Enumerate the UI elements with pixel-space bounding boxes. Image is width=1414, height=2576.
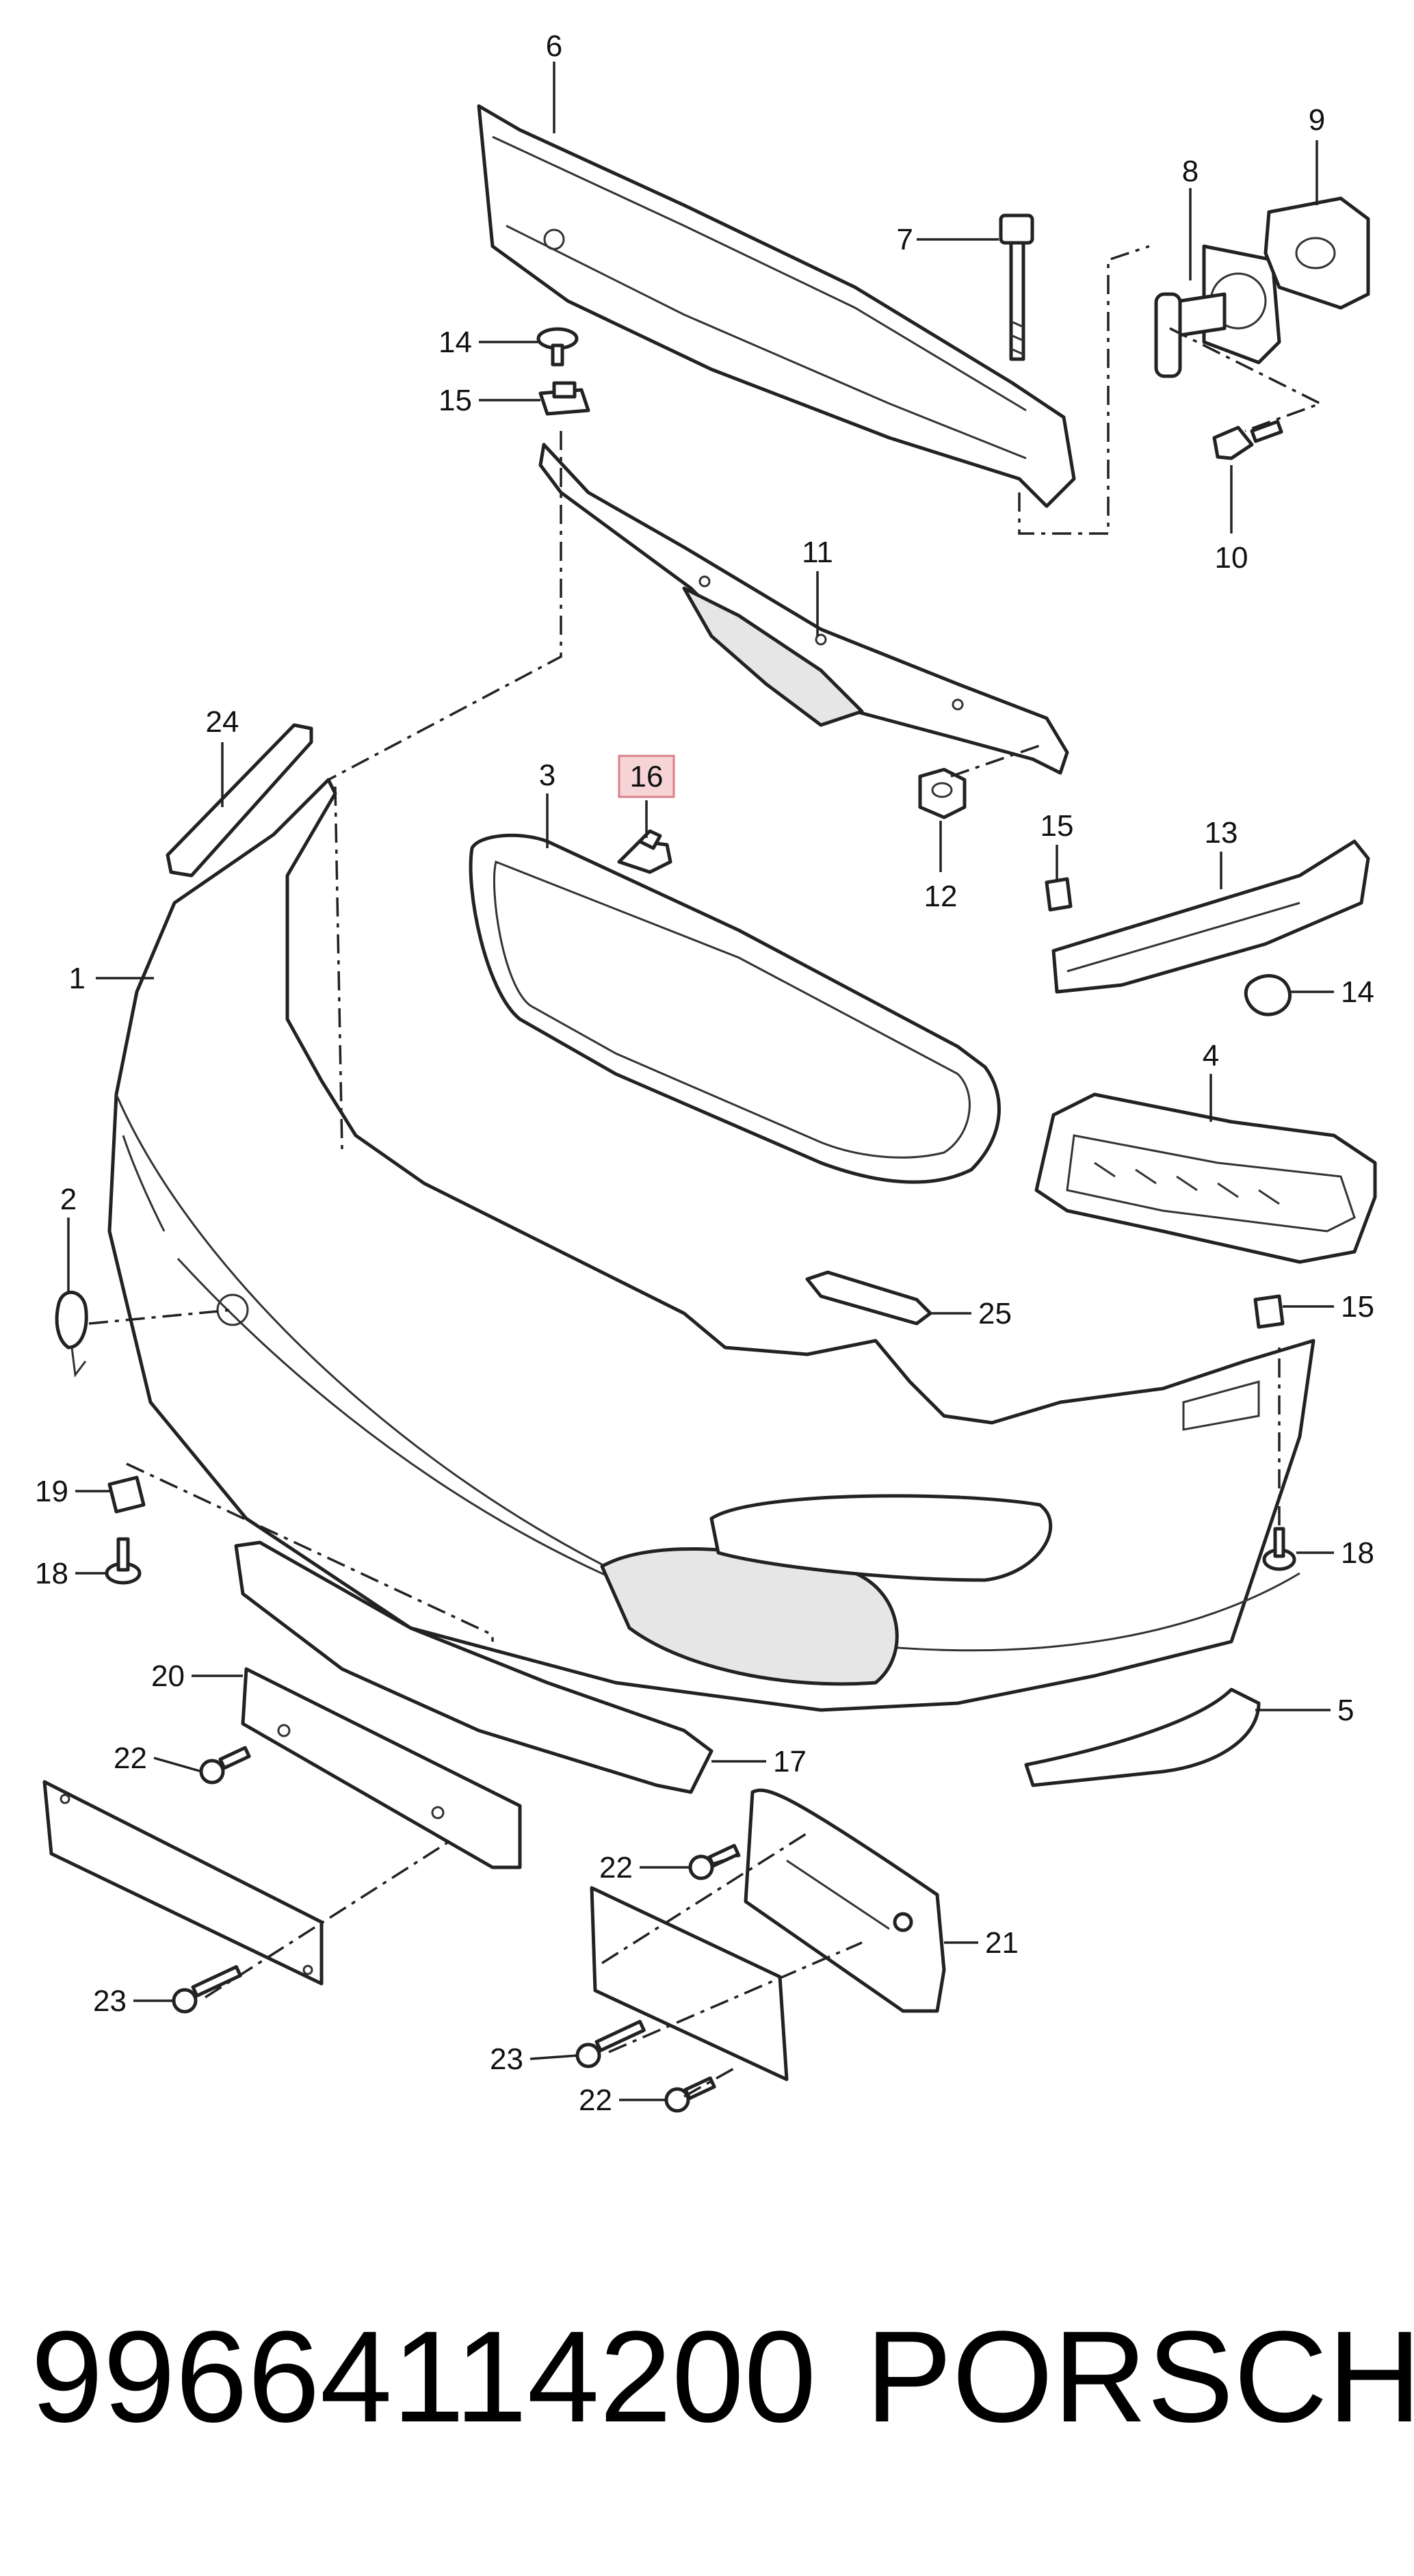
callout-7: 7 [897,223,913,257]
part-17-air-deflector [234,1540,713,1794]
part-14-screw-right [1244,974,1292,1016]
part-24-side-strip [166,723,313,878]
part-13-side-bracket [1051,839,1370,994]
part-15-clip-right-upper [1045,877,1073,912]
license-plate-right [590,1886,789,2081]
callout-10: 10 [1215,541,1248,575]
screw-23b [575,2019,646,2068]
brand-name: PORSCHE [865,2304,1414,2449]
callout-3: 3 [539,759,555,792]
part-1-bumper-cover [107,778,1315,1712]
part-15-clip-upper [538,381,590,416]
callout-22b: 22 [599,1851,633,1884]
part-18-screw-right [1262,1527,1296,1571]
part-12-nut [918,767,967,819]
callout-20: 20 [151,1659,185,1693]
callout-25: 25 [978,1297,1012,1330]
callout-15a: 15 [438,384,472,417]
callout-1: 1 [69,962,86,995]
callout-9: 9 [1309,103,1325,137]
callout-19: 19 [35,1475,68,1508]
screw-22a [199,1746,251,1785]
callout-18b: 18 [1341,1536,1374,1570]
part-14-screw-upper [536,327,579,367]
part-18-screw-left [105,1537,142,1585]
callout-13: 13 [1205,816,1238,850]
part-2-tow-hook-cover [55,1290,88,1378]
callout-labels: 6 7 8 9 10 14 15 11 24 1 3 16 12 15 13 1… [35,29,1374,2117]
callout-6: 6 [546,29,562,63]
part-20-plate-carrier [241,1667,522,1869]
part-10-bolt [1212,419,1283,460]
part-7-bolt [999,213,1034,361]
callout-14a: 14 [438,326,472,359]
part-5-lower-trim [1024,1687,1261,1787]
part-11-carrier-strip [538,443,1069,775]
part-19-clip-left [107,1475,146,1514]
part-8-bracket [1154,244,1281,378]
callout-5: 5 [1337,1694,1354,1727]
callout-11: 11 [802,536,833,569]
callout-16: 16 [630,760,664,793]
part-15-clip-right-lower [1253,1294,1285,1329]
part-21-plate-carrier [744,1788,946,2013]
leader-lines [67,62,1334,2101]
callout-22c: 22 [579,2084,612,2117]
callout-18a: 18 [35,1557,68,1590]
callout-14b: 14 [1341,975,1374,1009]
callout-8: 8 [1182,155,1199,188]
part-3-grille-frame [469,833,1001,1184]
callout-16-highlight [618,754,675,798]
part-16-clip [617,829,672,874]
part-4-side-grille [1034,1092,1377,1264]
callout-24: 24 [206,705,239,739]
callout-23b: 23 [490,2042,523,2076]
screw-23a [172,1964,242,2014]
callout-2: 2 [60,1183,77,1216]
license-plate-left [42,1780,324,1986]
part-9-plate [1264,196,1370,310]
footer: 99664114200 PORSCHE [31,2304,1414,2449]
callout-23a: 23 [93,1984,127,2018]
callout-4: 4 [1203,1039,1219,1073]
part-number: 99664114200 [31,2304,816,2449]
callout-12: 12 [924,880,958,913]
assembly-lines [88,245,1324,2098]
part-6-reinforcement-beam [477,104,1076,508]
callout-15b: 15 [1040,809,1074,843]
callout-22a: 22 [114,1742,147,1775]
callout-17: 17 [773,1745,807,1778]
part-25-grille-strip [805,1270,932,1326]
callout-21: 21 [985,1926,1019,1960]
screw-22b [688,1843,740,1880]
callout-15c: 15 [1341,1290,1374,1324]
